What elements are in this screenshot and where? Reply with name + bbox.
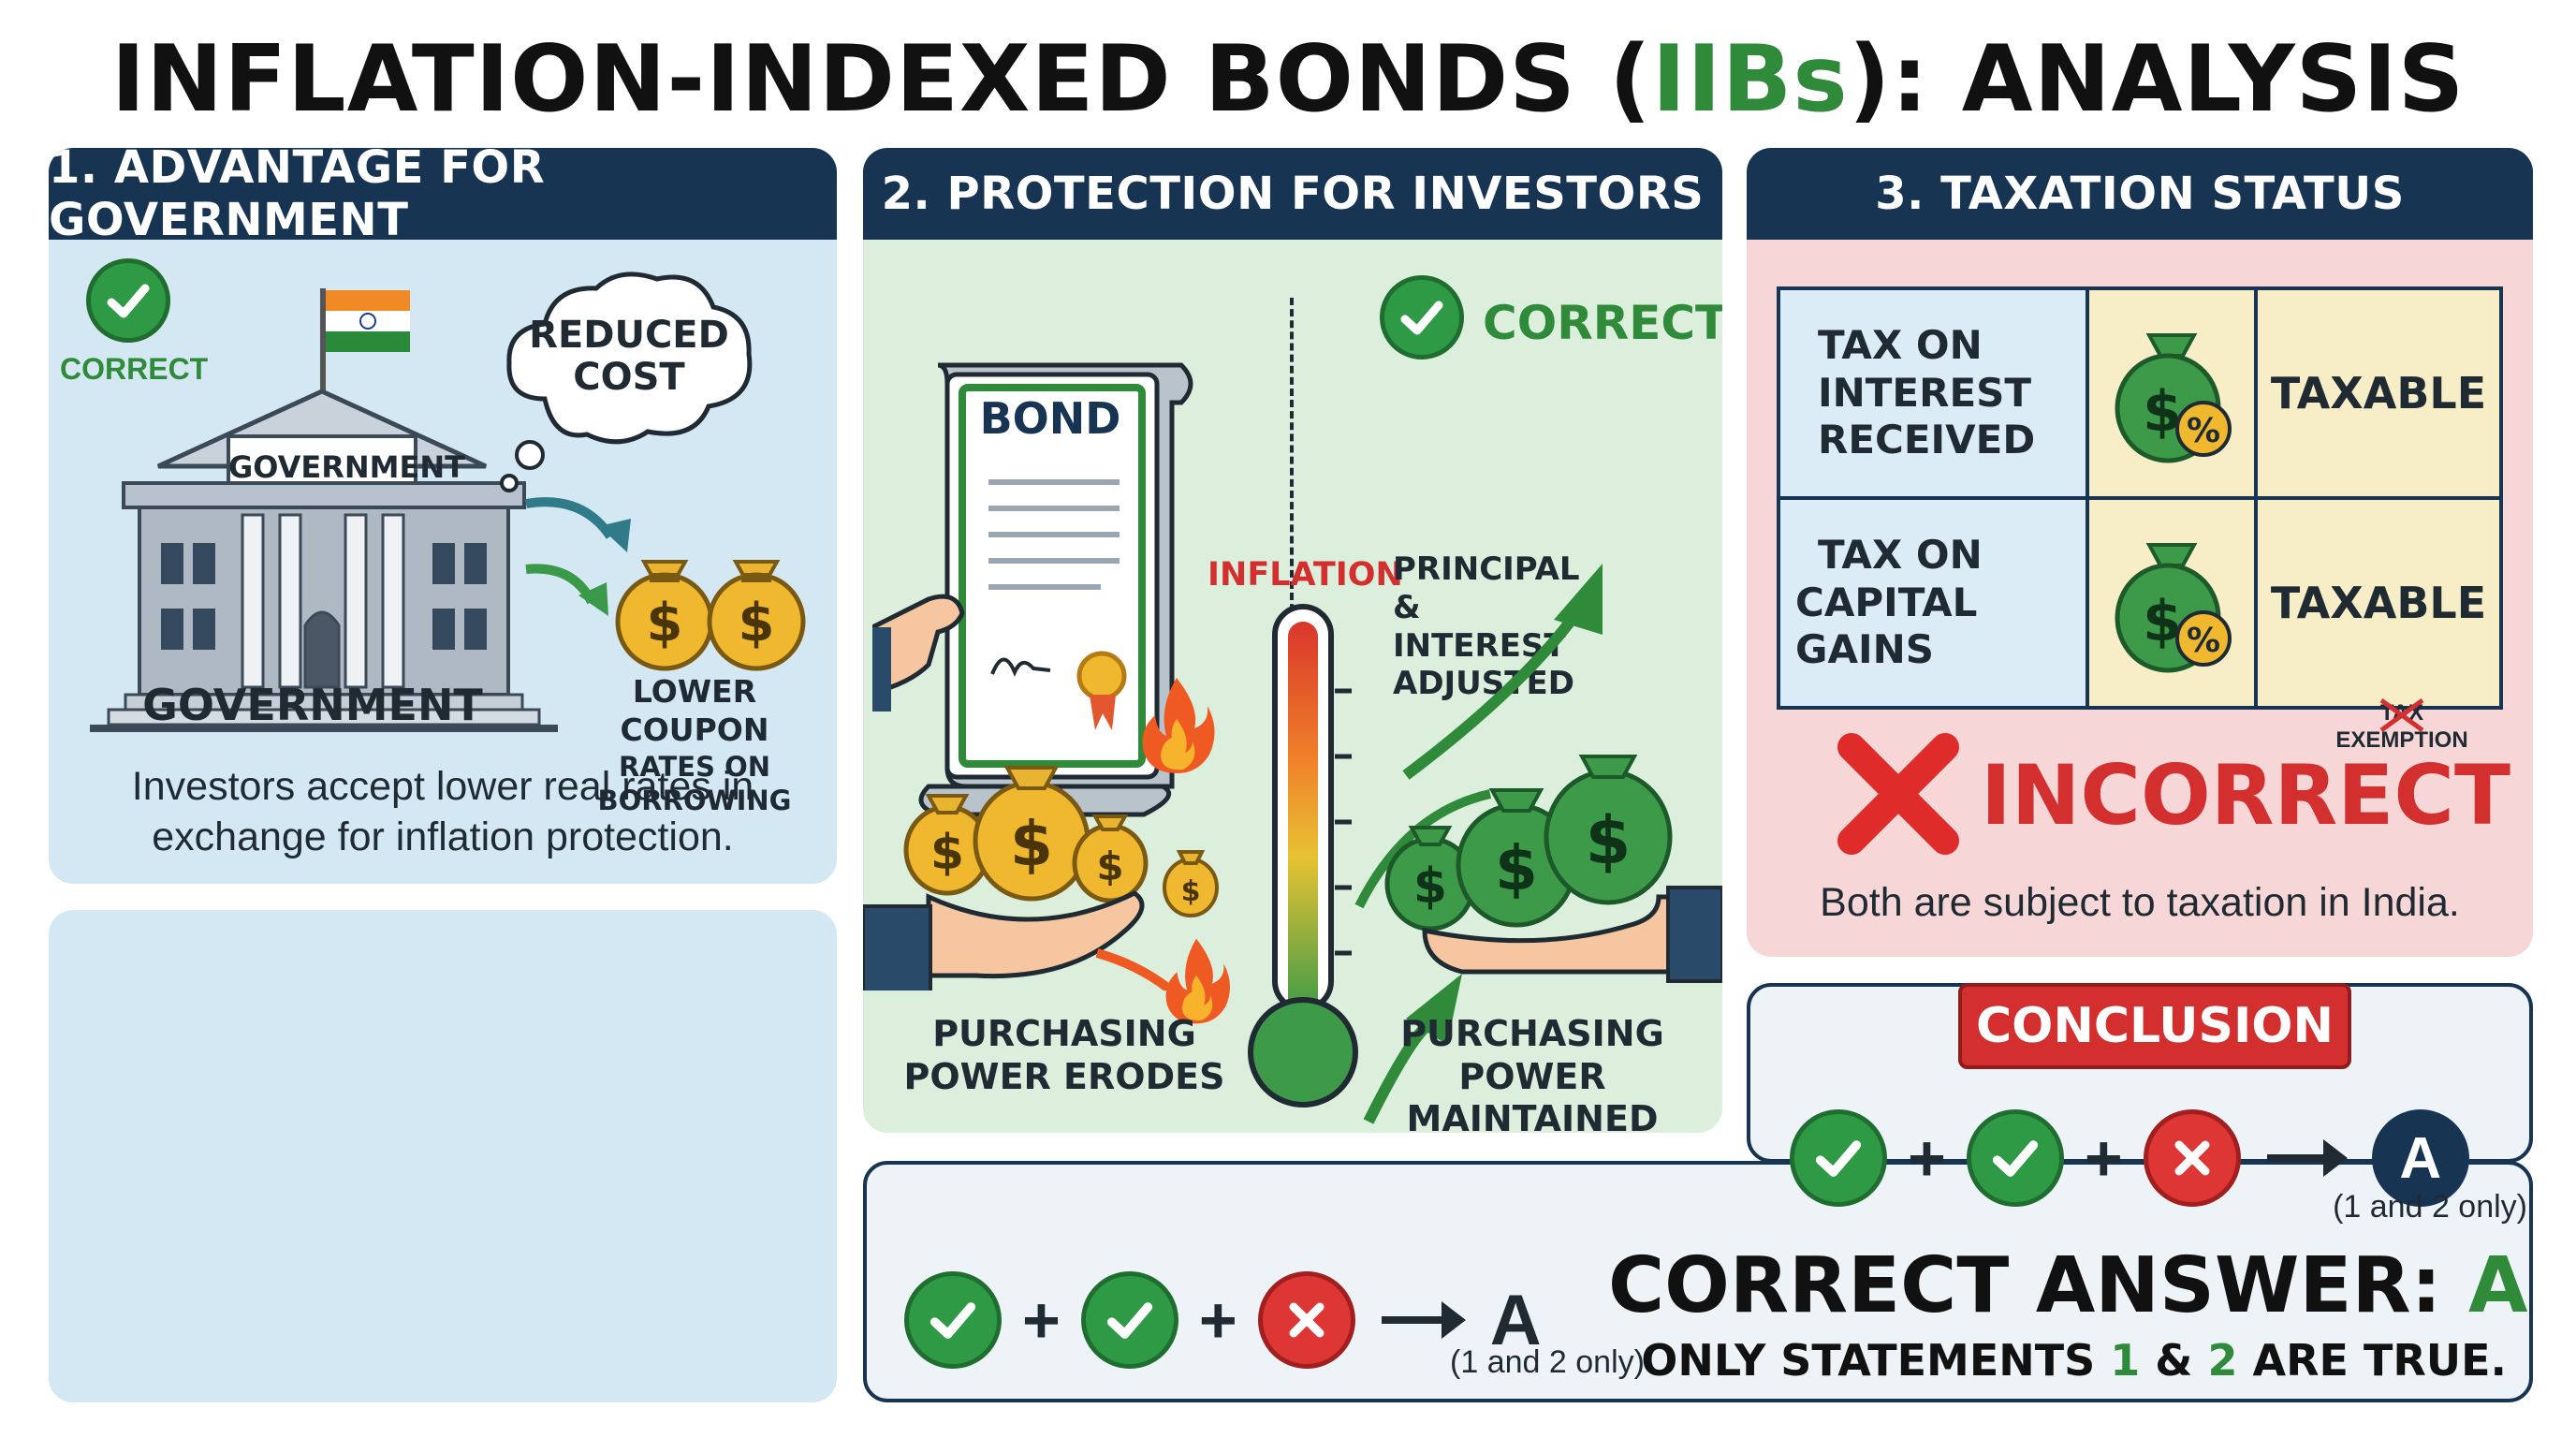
svg-text:%: %	[2187, 622, 2220, 660]
panel-government-advantage: 1. ADVANTAGE FOR GOVERNMENT CORRECT	[49, 148, 837, 884]
arrow-right-icon	[1381, 1301, 1466, 1339]
bond-certificate-icon	[872, 362, 1193, 817]
svg-text:$: $	[1586, 802, 1632, 879]
panel1-heading: 1. ADVANTAGE FOR GOVERNMENT	[49, 148, 837, 246]
hand-icon	[1422, 894, 1722, 975]
money-bag-icon: $ $	[615, 560, 806, 671]
cross-icon	[1257, 1271, 1355, 1369]
fire-icon	[1142, 678, 1215, 773]
cross-icon	[2143, 1109, 2241, 1207]
fire-icon	[1165, 938, 1231, 1024]
government-building-icon	[90, 288, 558, 732]
plus-sign: +	[2084, 1122, 2123, 1195]
svg-text:$: $	[1010, 808, 1053, 880]
arrow-right-icon	[2266, 1139, 2348, 1177]
svg-text:$: $	[739, 593, 775, 653]
cross-icon	[1837, 733, 1959, 855]
inflation-label: INFLATION	[1208, 556, 1403, 594]
panel2-heading: 2. PROTECTION FOR INVESTORS	[863, 148, 1722, 240]
hand-icon	[926, 890, 1145, 979]
thermometer-icon	[1248, 604, 1358, 1108]
empty-panel	[49, 910, 837, 1402]
plus-sign: +	[1022, 1284, 1061, 1357]
check-icon	[1380, 275, 1464, 360]
tax-money-bag-icon: $ %	[2086, 286, 2258, 500]
money-bag-icon: $ $ $	[1354, 755, 1722, 983]
plus-sign: +	[1908, 1122, 1946, 1195]
plus-sign: +	[1198, 1284, 1237, 1357]
answer-circle: A	[2371, 1109, 2469, 1207]
panel1-verdict: CORRECT	[60, 352, 209, 386]
svg-text:$: $	[1181, 875, 1201, 908]
answer-equation: + + A	[904, 1262, 1542, 1378]
thought-bubble-icon	[500, 271, 753, 492]
svg-text:$: $	[930, 825, 964, 881]
answer-letter: A	[1489, 1280, 1542, 1360]
check-icon	[86, 258, 170, 343]
check-icon	[1790, 1109, 1887, 1207]
bond-label: BOND	[979, 393, 1121, 444]
money-bag-icon: $ $ $ $	[863, 766, 1219, 990]
check-icon	[1966, 1109, 2064, 1207]
check-icon	[904, 1271, 1002, 1369]
india-flag-icon	[326, 290, 410, 352]
arrow-icon	[525, 497, 631, 616]
panel3-heading: 3. TAXATION STATUS	[1747, 148, 2533, 240]
tax-status: TAXABLE	[2254, 496, 2503, 710]
svg-text:%: %	[2187, 412, 2220, 450]
panel3-explanation: Both are subject to taxation in India.	[1820, 880, 2460, 925]
check-icon	[1080, 1271, 1178, 1369]
panel2-verdict: CORRECT	[1483, 296, 1722, 350]
svg-text:$: $	[2143, 589, 2182, 654]
tax-money-bag-icon: $ %	[2086, 496, 2258, 710]
struck-tax-exemption: TAXEXEMPTION	[2318, 697, 2486, 755]
building-sign: GOVERNMENT	[228, 449, 465, 485]
correct-answer-heading: CORRECT ANSWER: A	[1608, 1241, 2528, 1330]
conclusion-equation: + + A	[1790, 1097, 2529, 1219]
building-caption: GOVERNMENT	[142, 680, 483, 730]
svg-text:$: $	[1096, 844, 1123, 889]
trend-arrow-icon	[1363, 564, 1603, 1124]
conclusion-badge: CONCLUSION	[1958, 983, 2351, 1069]
svg-text:$: $	[2143, 379, 2182, 445]
conclusion-note: (1 and 2 only)	[2333, 1189, 2527, 1225]
dashed-divider	[1290, 298, 1294, 691]
panel3-verdict: INCORRECT	[1981, 747, 2511, 844]
tax-status: TAXABLE	[2254, 286, 2503, 500]
svg-text:$: $	[1495, 832, 1538, 904]
svg-text:$: $	[1413, 858, 1447, 915]
panel-investor-protection: 2. PROTECTION FOR INVESTORS CORRECT BOND	[863, 148, 1722, 1133]
correct-answer-statement: ONLY STATEMENTS 1 & 2 ARE TRUE.	[1641, 1335, 2507, 1386]
page-title: INFLATION-INDEXED BONDS (IIBs): ANALYSIS	[110, 26, 2466, 133]
answer-note: (1 and 2 only)	[1450, 1344, 1645, 1380]
svg-text:$: $	[647, 593, 683, 653]
